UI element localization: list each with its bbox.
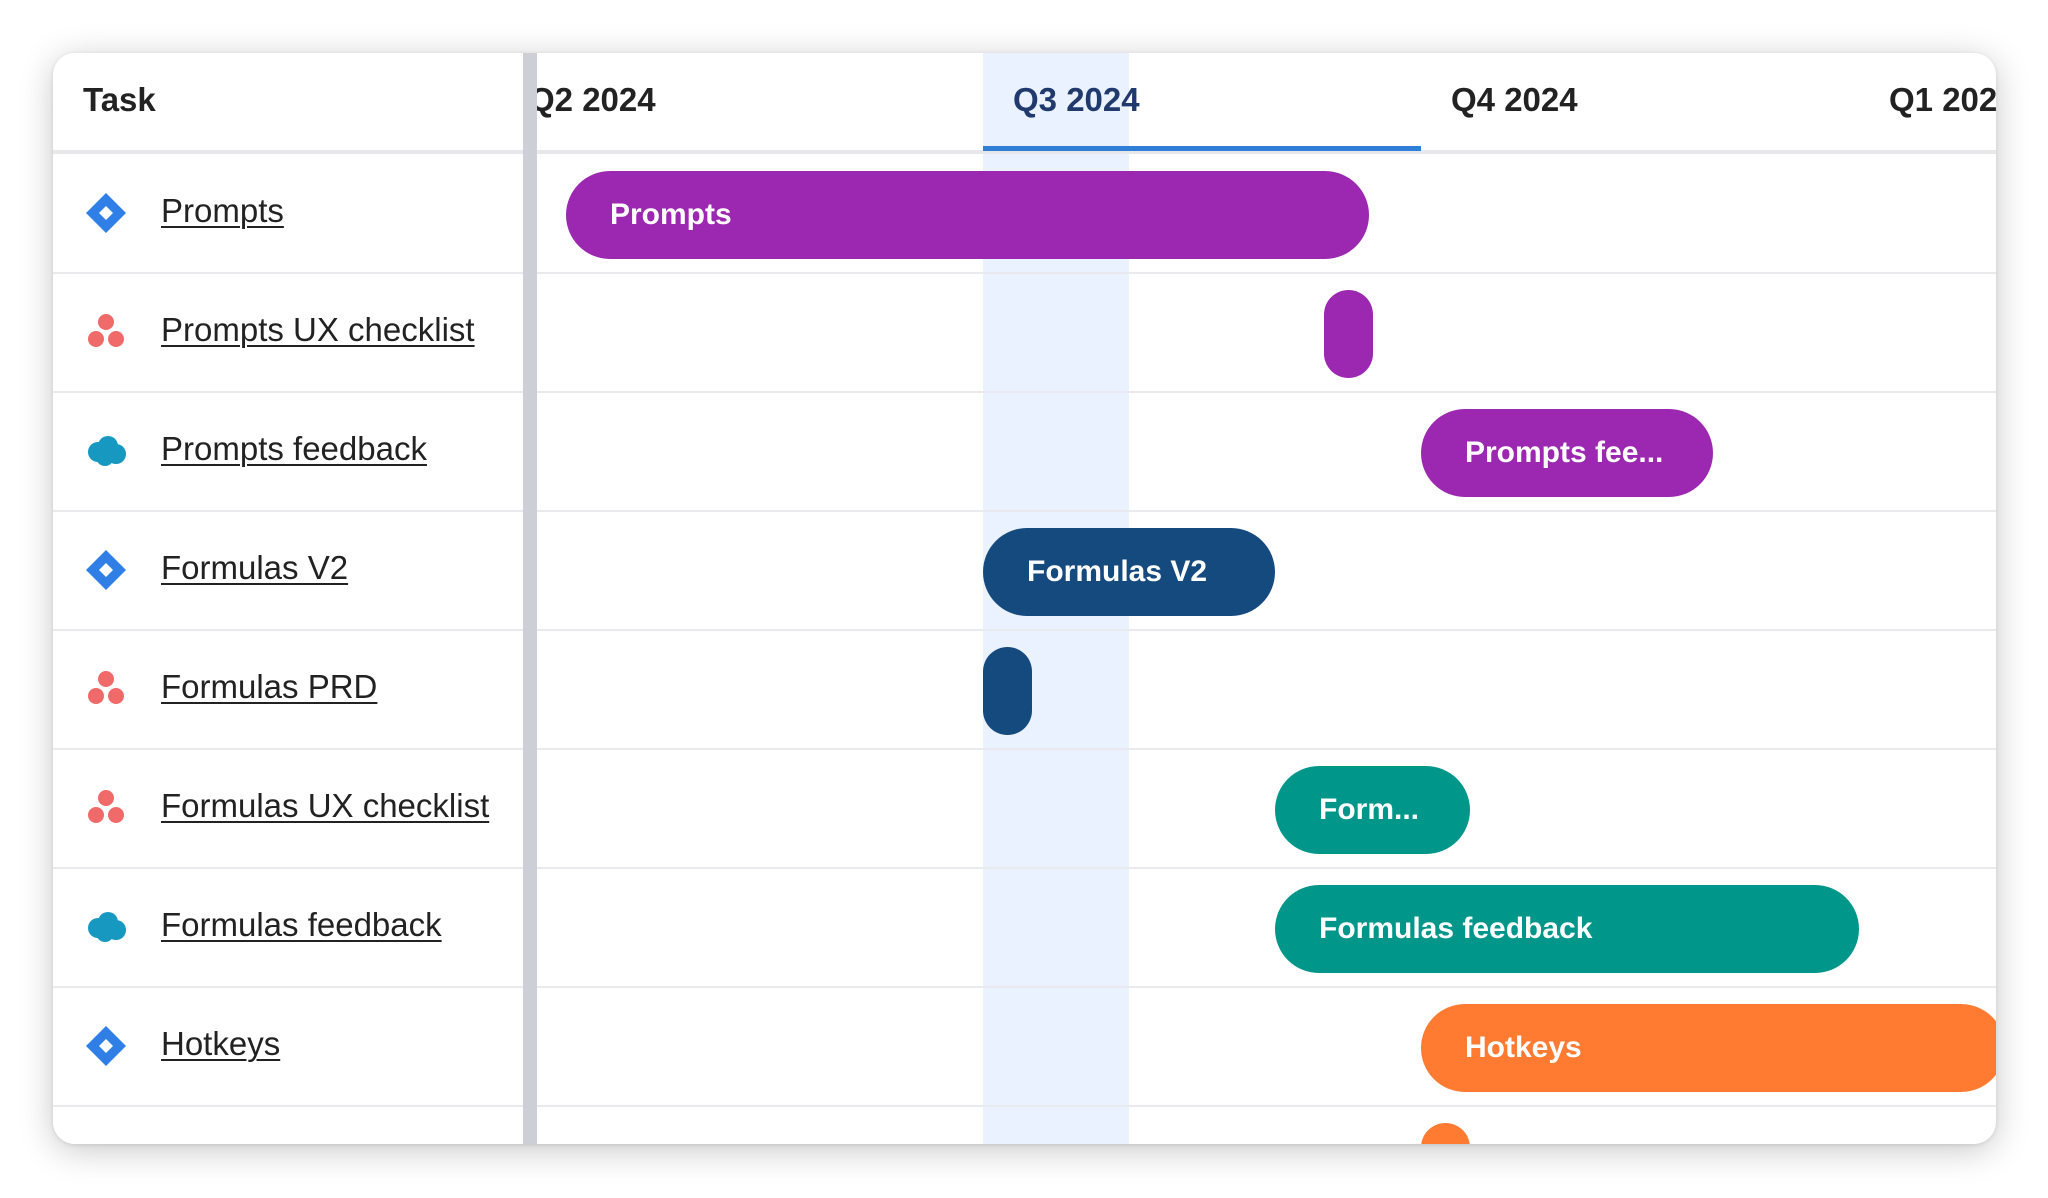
gantt-bar-formulas-v2[interactable]: Formulas V2 [983,528,1275,616]
row-divider [53,986,1996,988]
asana-dots-icon [88,314,124,347]
task-row-formulas-v2: Formulas V2 [53,511,523,630]
task-row-prompts-feedback: Prompts feedback [53,392,523,511]
gantt-card: Q2 2024 Q3 2024 Q4 2024 Q1 2025 Prompts … [53,53,1996,1144]
gantt-bar-prompts[interactable]: Prompts [566,171,1369,259]
task-row-hotkeys: Hotkeys [53,987,523,1106]
gantt-bar-hotkeys[interactable]: Hotkeys [1421,1004,1996,1092]
task-link-formulas-feedback[interactable]: Formulas feedback [161,906,442,943]
row-divider [53,867,1996,869]
task-link-hotkeys[interactable]: Hotkeys [161,1025,281,1062]
task-row-prompts-ux-checklist: Prompts UX checklist [53,273,523,392]
quarter-label-q4-2024: Q4 2024 [1451,81,1578,118]
row-divider [53,272,1996,274]
gantt-bar-prompts-ux-checklist[interactable] [1324,290,1373,378]
task-link-formulas-prd[interactable]: Formulas PRD [161,668,378,705]
jira-diamond-icon [86,193,126,233]
quarter-label-q3-2024[interactable]: Q3 2024 [1013,81,1140,118]
salesforce-cloud-icon [88,436,126,466]
asana-dots-icon [88,671,124,704]
salesforce-cloud-icon [88,912,126,942]
row-divider [53,391,1996,393]
quarter-label-q1-2025: Q1 2025 [1889,81,1996,118]
jira-diamond-icon [86,550,126,590]
pane-resize-handle[interactable] [523,53,537,1144]
active-quarter-indicator [983,146,1421,151]
row-divider [53,748,1996,750]
gantt-bar-prompts-feedback[interactable]: Prompts fee... [1421,409,1713,497]
task-row-prompts: Prompts [53,154,523,273]
timeline-pane: Q2 2024 Q3 2024 Q4 2024 Q1 2025 Prompts … [537,53,1996,1144]
row-divider [53,510,1996,512]
row-divider [53,1105,1996,1107]
row-divider [53,629,1996,631]
task-row-formulas-feedback: Formulas feedback [53,868,523,987]
task-link-formulas-v2[interactable]: Formulas V2 [161,549,349,586]
task-row-formulas-ux-checklist: Formulas UX checklist [53,749,523,868]
task-link-prompts[interactable]: Prompts [161,192,284,229]
task-link-prompts-ux-checklist[interactable]: Prompts UX checklist [161,311,475,348]
task-column-header: Task [83,81,156,118]
task-row-formulas-prd: Formulas PRD [53,630,523,749]
jira-diamond-icon [86,1026,126,1066]
task-link-prompts-feedback[interactable]: Prompts feedback [161,430,427,467]
gantt-bar-formulas-prd[interactable] [983,647,1032,735]
quarter-label-q2-2024: Q2 2024 [537,81,656,118]
header-divider [53,150,1996,154]
asana-dots-icon [88,790,124,823]
gantt-bar-formulas-ux-checklist[interactable]: Form... [1275,766,1470,854]
task-link-formulas-ux-checklist[interactable]: Formulas UX checklist [161,787,490,824]
gantt-bar-formulas-feedback[interactable]: Formulas feedback [1275,885,1859,973]
gantt-bar-partial[interactable] [1421,1123,1470,1144]
task-list-pane: Task Prompts Prompts UX checklist [53,53,523,1144]
